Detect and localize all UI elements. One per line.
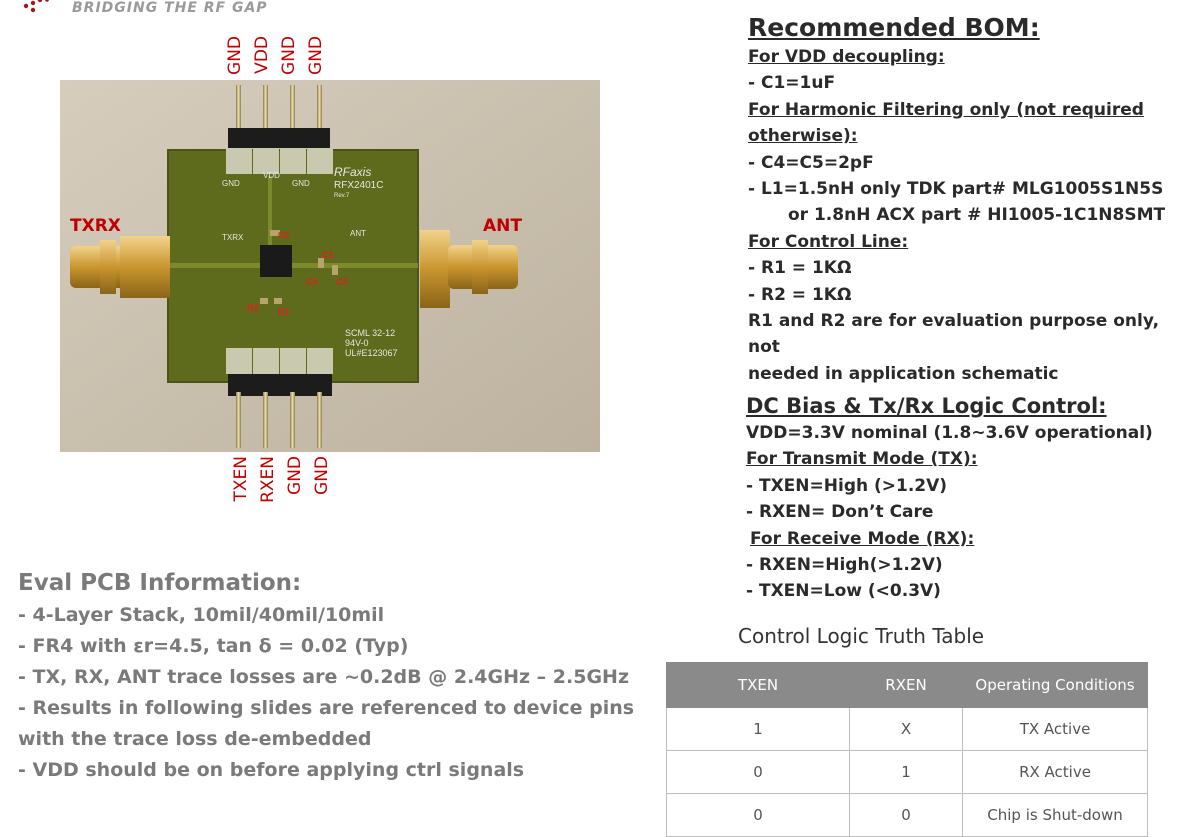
designator-c4: C4 xyxy=(306,277,318,287)
silk-cert-1: SCML 32-12 xyxy=(345,328,395,338)
company-tagline: BRIDGING THE RF GAP xyxy=(72,0,268,16)
eval-line-2: - FR4 with εr=4.5, tan δ = 0.02 (Typ) xyxy=(18,635,409,657)
truth-table-header-row: TXEN RXEN Operating Conditions xyxy=(666,662,1148,708)
eval-title: Eval PCB Information: xyxy=(18,570,302,596)
designator-c5: C5 xyxy=(336,277,348,287)
txrx-port-label: TXRX xyxy=(70,216,121,236)
bom-r2: - R2 = 1KΩ xyxy=(748,284,852,305)
cell-txen: 0 xyxy=(666,793,850,837)
logo-dots-icon xyxy=(23,0,49,13)
top-pin-label-1: GND xyxy=(225,36,245,75)
truth-table-title: Control Logic Truth Table xyxy=(738,624,985,648)
silk-vdd: VDD xyxy=(263,171,280,180)
eval-line-3: - TX, RX, ANT trace losses are ~0.2dB @ … xyxy=(18,666,630,688)
top-pin-label-2: VDD xyxy=(252,36,272,74)
top-pin-label-4: GND xyxy=(306,36,326,75)
bom-c4c5: - C4=C5=2pF xyxy=(748,152,874,173)
dc-rx-1: - RXEN=High(>1.2V) xyxy=(746,555,943,576)
silk-cert-2: 94V-0 xyxy=(345,338,369,348)
silk-gnd-left: GND xyxy=(222,179,240,188)
cell-rxen: 1 xyxy=(849,750,963,794)
top-pin-label-3: GND xyxy=(279,36,299,75)
bom-harmonic-header-1: For Harmonic Filtering only (not require… xyxy=(748,99,1144,120)
bom-control-header: For Control Line: xyxy=(748,231,909,252)
bom-note-1: R1 and R2 are for evaluation purpose onl… xyxy=(748,311,1160,358)
dc-rx-2: - TXEN=Low (<0.3V) xyxy=(746,581,941,602)
silk-rev: Rev.7 xyxy=(334,193,350,199)
dc-tx-2: - RXEN= Don’t Care xyxy=(746,502,934,523)
cell-condition: RX Active xyxy=(962,750,1148,794)
designator-c1: C1 xyxy=(322,250,334,260)
table-row: 0 1 RX Active xyxy=(666,750,1148,794)
eval-line-5: with the trace loss de-embedded xyxy=(18,728,372,750)
silk-gnd-right: GND xyxy=(292,179,310,188)
dc-tx-1: - TXEN=High (>1.2V) xyxy=(746,475,948,496)
eval-pcb-photo: RFaxis RFX2401C Rev.7 GND VDD GND TXRX A… xyxy=(60,80,600,452)
bom-c1: - C1=1uF xyxy=(748,73,836,94)
eval-line-1: - 4-Layer Stack, 10mil/40mil/10mil xyxy=(18,604,385,626)
dc-vdd: VDD=3.3V nominal (1.8~3.6V operational) xyxy=(746,423,1153,443)
cell-txen: 1 xyxy=(666,707,850,751)
cell-txen: 0 xyxy=(666,750,850,794)
designator-r1: R1 xyxy=(278,307,290,317)
bottom-pin-label-3: GND xyxy=(285,456,305,495)
silk-part: RFX2401C xyxy=(334,180,383,191)
header-rxen: RXEN xyxy=(849,662,963,708)
dc-bias-title: DC Bias & Tx/Rx Logic Control: xyxy=(746,394,1107,418)
dc-tx-header: For Transmit Mode (TX): xyxy=(746,449,978,470)
ant-port-label: ANT xyxy=(483,216,522,236)
designator-c2: C2 xyxy=(278,230,290,240)
eval-pcb-info: Eval PCB Information: - 4-Layer Stack, 1… xyxy=(18,566,638,786)
cell-condition: TX Active xyxy=(962,707,1148,751)
silk-txrx: TXRX xyxy=(222,233,244,242)
bom-section: Recommended BOM: For VDD decoupling: - C… xyxy=(748,12,1188,387)
bom-title: Recommended BOM: xyxy=(748,13,1040,42)
dc-rx-header: For Receive Mode (RX): xyxy=(750,528,975,549)
cell-rxen: 0 xyxy=(849,793,963,837)
cell-rxen: X xyxy=(849,707,963,751)
bottom-pin-label-1: TXEN xyxy=(231,456,251,502)
dc-bias-section: DC Bias & Tx/Rx Logic Control: VDD=3.3V … xyxy=(746,392,1186,605)
bom-l1-a: - L1=1.5nH only TDK part# MLG1005S1N5S xyxy=(748,179,1164,200)
bom-harmonic-header-2: otherwise): xyxy=(748,126,858,147)
silk-brand: RFaxis xyxy=(334,165,371,179)
bom-vdd-header: For VDD decoupling: xyxy=(748,47,945,67)
cell-condition: Chip is Shut-down xyxy=(962,793,1148,837)
bom-l1-b: or 1.8nH ACX part # HI1005-1C1N8SMT xyxy=(788,205,1166,226)
truth-table: TXEN RXEN Operating Conditions 1 X TX Ac… xyxy=(666,662,1148,837)
table-row: 0 0 Chip is Shut-down xyxy=(666,793,1148,837)
silk-cert-3: UL#E123067 xyxy=(345,348,398,358)
designator-r2: R2 xyxy=(247,303,259,313)
bottom-pin-label-2: RXEN xyxy=(258,456,278,503)
silk-ant: ANT xyxy=(350,229,366,238)
header-operating-conditions: Operating Conditions xyxy=(962,662,1148,708)
eval-line-4: - Results in following slides are refere… xyxy=(18,697,635,719)
bottom-pin-label-4: GND xyxy=(312,456,332,495)
bom-note-2: needed in application schematic xyxy=(748,363,1059,384)
table-row: 1 X TX Active xyxy=(666,707,1148,751)
eval-line-6: - VDD should be on before applying ctrl … xyxy=(18,759,525,781)
bom-r1: - R1 = 1KΩ xyxy=(748,258,852,279)
header-txen: TXEN xyxy=(666,662,850,708)
